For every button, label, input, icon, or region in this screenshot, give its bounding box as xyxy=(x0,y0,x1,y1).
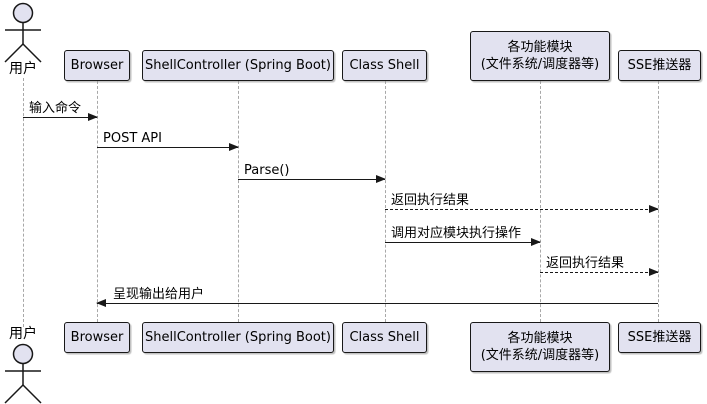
lifeline-browser xyxy=(97,81,98,322)
arrowhead-icon xyxy=(531,238,541,246)
message-label: 调用对应模块执行操作 xyxy=(391,226,522,241)
message-input-command: 输入命令 xyxy=(23,101,98,121)
participant-label: SSE推送器 xyxy=(627,58,692,73)
participant-sublabel: (文件系统/调度器等) xyxy=(480,348,600,363)
participant-sse-top: SSE推送器 xyxy=(618,50,701,81)
participant-class-shell-bottom: Class Shell xyxy=(342,322,427,353)
message-post-api: POST API xyxy=(97,131,239,151)
participant-label: ShellController (Spring Boot) xyxy=(145,330,331,345)
participant-label: Class Shell xyxy=(349,330,420,345)
lifeline-shellcontroller xyxy=(238,81,239,322)
message-label: POST API xyxy=(103,131,162,146)
participant-label: Browser xyxy=(70,330,124,345)
participant-class-shell-top: Class Shell xyxy=(342,50,427,81)
message-label: 呈现输出给用户 xyxy=(113,287,205,302)
participant-browser-top: Browser xyxy=(64,50,130,81)
message-label: 返回执行结果 xyxy=(391,193,470,208)
participant-shellcontroller-bottom: ShellController (Spring Boot) xyxy=(142,322,334,353)
participant-sublabel: (文件系统/调度器等) xyxy=(480,57,600,72)
message-parse: Parse() xyxy=(238,163,386,183)
actor-icon-bottom xyxy=(4,343,42,404)
participant-modules-top: 各功能模块 (文件系统/调度器等) xyxy=(470,31,610,81)
participant-label: SSE推送器 xyxy=(627,330,692,345)
message-label: Parse() xyxy=(244,163,290,178)
participant-label: 各功能模块 xyxy=(507,40,573,55)
actor-icon-top xyxy=(4,2,42,63)
message-label: 输入命令 xyxy=(29,101,82,116)
participant-sse-bottom: SSE推送器 xyxy=(618,322,701,353)
lifeline-sse xyxy=(658,81,659,322)
actor-label-bottom: 用户 xyxy=(9,326,37,342)
message-return-result-1: 返回执行结果 xyxy=(385,193,659,213)
participant-label: Class Shell xyxy=(349,58,420,73)
participant-label: 各功能模块 xyxy=(507,331,573,346)
message-present-output: 呈现输出给用户 xyxy=(96,287,658,307)
lifeline-modules xyxy=(540,81,541,322)
participant-label: ShellController (Spring Boot) xyxy=(145,58,331,73)
arrowhead-icon xyxy=(649,205,659,213)
lifeline-user xyxy=(23,78,24,327)
arrowhead-icon xyxy=(376,175,386,183)
participant-label: Browser xyxy=(70,58,124,73)
message-label: 返回执行结果 xyxy=(546,256,625,271)
lifeline-class-shell xyxy=(385,81,386,322)
participant-browser-bottom: Browser xyxy=(64,322,130,353)
arrowhead-icon xyxy=(649,268,659,276)
message-return-result-2: 返回执行结果 xyxy=(540,256,659,276)
actor-label-top: 用户 xyxy=(9,61,37,77)
participant-shellcontroller-top: ShellController (Spring Boot) xyxy=(142,50,334,81)
arrowhead-icon xyxy=(229,143,239,151)
participant-modules-bottom: 各功能模块 (文件系统/调度器等) xyxy=(470,322,610,372)
arrowhead-icon xyxy=(96,299,106,307)
message-call-module: 调用对应模块执行操作 xyxy=(385,226,541,246)
arrowhead-icon xyxy=(88,113,98,121)
